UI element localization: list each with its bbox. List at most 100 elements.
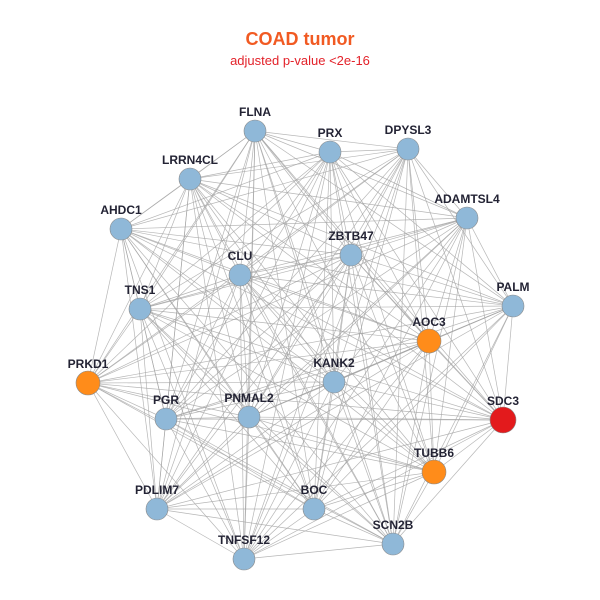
edge-LRRN4CL-ADAMTSL4	[189, 178, 468, 219]
edge-PNMAL2-PDLIM7	[156, 416, 250, 510]
node-label-CLU: CLU	[228, 249, 253, 263]
edge-DPYSL3-PGR	[165, 148, 409, 420]
edge-DPYSL3-SCN2B	[392, 148, 409, 545]
node-label-AHDC1: AHDC1	[100, 203, 142, 217]
edge-AOC3-SCN2B	[392, 340, 430, 545]
edge-PNMAL2-TUBB6	[248, 416, 435, 473]
node-CLU	[228, 263, 252, 287]
edge-SDC3-PDLIM7	[156, 419, 504, 510]
edge-DPYSL3-PRKD1	[87, 148, 409, 384]
node-PNMAL2	[237, 405, 261, 429]
edge-LRRN4CL-TNFSF12	[189, 178, 245, 560]
edge-TNS1-SDC3	[139, 308, 504, 421]
node-ADAMTSL4	[455, 206, 479, 230]
edge-PGR-TUBB6	[165, 418, 435, 473]
edge-FLNA-DPYSL3	[254, 130, 409, 150]
edge-AOC3-BOC	[313, 340, 430, 510]
node-label-PDLIM7: PDLIM7	[135, 483, 179, 497]
edge-KANK2-PDLIM7	[156, 381, 335, 510]
edge-KANK2-SCN2B	[333, 381, 394, 545]
edge-ZBTB47-SCN2B	[350, 254, 394, 545]
node-SCN2B	[381, 532, 405, 556]
edge-PGR-BOC	[165, 418, 315, 510]
edge-LRRN4CL-PALM	[189, 178, 514, 307]
edge-PDLIM7-SCN2B	[156, 508, 394, 545]
edge-TNS1-PRKD1	[87, 308, 141, 384]
node-AOC3	[416, 328, 442, 354]
edge-TNS1-TUBB6	[139, 308, 435, 473]
node-label-PGR: PGR	[153, 393, 179, 407]
node-label-KANK2: KANK2	[313, 356, 355, 370]
edge-ADAMTSL4-PALM	[466, 217, 514, 307]
edge-PALM-PGR	[165, 305, 514, 420]
edge-FLNA-PRX	[254, 130, 331, 153]
node-AHDC1	[109, 217, 133, 241]
edge-TUBB6-PDLIM7	[156, 471, 435, 510]
node-PGR	[154, 407, 178, 431]
edge-TUBB6-TNFSF12	[243, 471, 435, 560]
edge-TNS1-PALM	[139, 305, 514, 310]
node-ZBTB47	[339, 243, 363, 267]
edge-PRX-TNFSF12	[243, 151, 331, 560]
node-TNS1	[128, 297, 152, 321]
edge-SDC3-BOC	[313, 419, 504, 510]
edge-AOC3-SDC3	[428, 340, 504, 421]
edge-FLNA-PDLIM7	[156, 130, 256, 510]
edge-ADAMTSL4-TNFSF12	[243, 217, 468, 560]
edge-DPYSL3-ADAMTSL4	[407, 148, 468, 219]
edge-AHDC1-KANK2	[120, 228, 335, 383]
edge-CLU-SDC3	[239, 274, 504, 421]
edge-ADAMTSL4-PGR	[165, 217, 468, 420]
edge-DPYSL3-AOC3	[407, 148, 430, 342]
edge-ADAMTSL4-KANK2	[333, 217, 468, 383]
edge-PALM-PDLIM7	[156, 305, 514, 510]
node-KANK2	[322, 370, 346, 394]
edge-ZBTB47-PGR	[165, 254, 352, 420]
node-TNFSF12	[232, 547, 256, 571]
node-SDC3	[489, 406, 517, 434]
edge-PALM-PRKD1	[87, 305, 514, 384]
edge-AOC3-PDLIM7	[156, 340, 430, 510]
edge-AHDC1-ZBTB47	[120, 228, 352, 256]
node-label-BOC: BOC	[301, 483, 328, 497]
edge-AHDC1-PALM	[120, 228, 514, 307]
edge-CLU-BOC	[239, 274, 315, 510]
node-label-DPYSL3: DPYSL3	[385, 123, 432, 137]
edge-BOC-TNFSF12	[243, 508, 315, 560]
edge-AOC3-PGR	[165, 340, 430, 420]
node-label-FLNA: FLNA	[239, 105, 271, 119]
edge-DPYSL3-AHDC1	[120, 148, 409, 230]
edge-DPYSL3-TUBB6	[407, 148, 435, 473]
node-BOC	[302, 497, 326, 521]
edge-SDC3-TNFSF12	[243, 419, 504, 560]
node-label-SCN2B: SCN2B	[373, 518, 414, 532]
edge-PGR-PDLIM7	[156, 418, 167, 510]
edge-DPYSL3-CLU	[239, 148, 409, 276]
edge-AHDC1-BOC	[120, 228, 315, 510]
edge-LRRN4CL-TUBB6	[189, 178, 435, 473]
edge-TNS1-AOC3	[139, 308, 430, 342]
edge-PGR-SCN2B	[165, 418, 394, 545]
edge-KANK2-SDC3	[333, 381, 504, 421]
edge-TNS1-TNFSF12	[139, 308, 245, 560]
edge-PRX-LRRN4CL	[189, 151, 331, 180]
edge-layer	[87, 130, 514, 560]
edge-PNMAL2-SDC3	[248, 416, 504, 421]
edge-LRRN4CL-BOC	[189, 178, 315, 510]
node-label-TNFSF12: TNFSF12	[218, 533, 270, 547]
edge-AHDC1-SCN2B	[120, 228, 394, 545]
edge-DPYSL3-PDLIM7	[156, 148, 409, 510]
edge-PRKD1-KANK2	[87, 381, 335, 384]
edge-PGR-TNFSF12	[165, 418, 245, 560]
edge-ADAMTSL4-SCN2B	[392, 217, 468, 545]
node-label-PRKD1: PRKD1	[68, 357, 109, 371]
edge-FLNA-SDC3	[254, 130, 504, 421]
edge-PRKD1-SCN2B	[87, 382, 394, 545]
edge-ZBTB47-TNFSF12	[243, 254, 352, 560]
edge-LRRN4CL-ZBTB47	[189, 178, 352, 256]
edge-PALM-BOC	[313, 305, 514, 510]
edge-CLU-AOC3	[239, 274, 430, 342]
node-TUBB6	[421, 459, 447, 485]
